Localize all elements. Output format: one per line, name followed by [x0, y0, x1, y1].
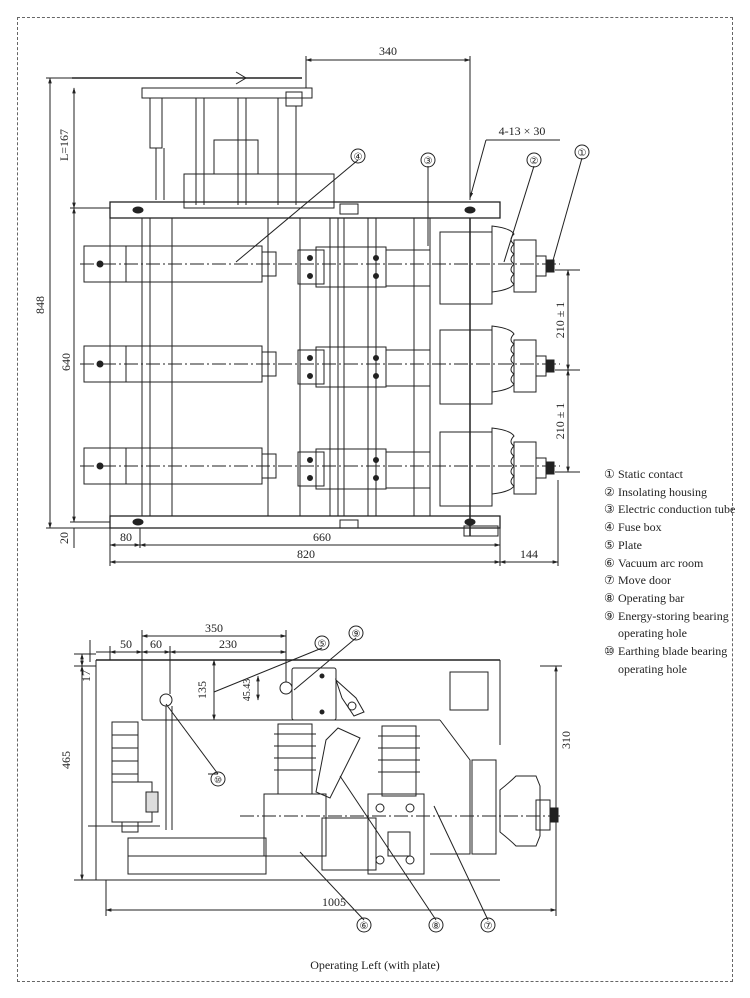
callout-6: ⑥ — [360, 921, 369, 932]
side-view — [74, 625, 562, 933]
dim-20: 20 — [57, 532, 71, 544]
callout-9: ⑨ — [352, 629, 361, 640]
callout-7: ⑦ — [484, 921, 493, 932]
callout-8: ⑧ — [432, 921, 441, 932]
dim-holes: 4-13 × 30 — [499, 124, 546, 138]
callout-10: ⑩ — [214, 775, 222, 785]
dim-17: 17 — [79, 670, 93, 682]
dim-340: 340 — [379, 44, 397, 58]
dim-465: 465 — [59, 751, 73, 769]
side-view-labels: 350 50 60 230 17 135 45.43 465 310 1005 … — [59, 621, 573, 932]
dim-310: 310 — [559, 731, 573, 749]
dim-144: 144 — [520, 547, 538, 561]
callout-1: ① — [578, 148, 587, 159]
phase-row-1 — [80, 225, 560, 305]
dim-660: 660 — [313, 530, 331, 544]
dim-640: 640 — [59, 353, 73, 371]
dim-50: 50 — [120, 637, 132, 651]
dim-210a: 210 ± 1 — [553, 302, 567, 339]
drawing-caption: Operating Left (with plate) — [310, 958, 440, 972]
phase-row-3 — [80, 427, 560, 507]
dim-210b: 210 ± 1 — [553, 403, 567, 440]
top-view-labels: 340 4-13 × 30 L=167 848 640 20 80 660 82… — [33, 44, 587, 561]
callout-4: ④ — [354, 152, 363, 163]
dim-4543: 45.43 — [242, 679, 253, 702]
callout-3: ③ — [424, 156, 433, 167]
dim-230: 230 — [219, 637, 237, 651]
dim-350: 350 — [205, 621, 223, 635]
callout-2: ② — [530, 156, 539, 167]
dim-80: 80 — [120, 530, 132, 544]
dim-L: L=167 — [57, 129, 71, 161]
dim-135: 135 — [195, 681, 209, 699]
callout-5: ⑤ — [318, 639, 327, 650]
dim-1005: 1005 — [322, 895, 346, 909]
dim-60: 60 — [150, 637, 162, 651]
top-view — [46, 56, 590, 566]
dim-848: 848 — [33, 296, 47, 314]
phase-row-2 — [80, 325, 560, 405]
dim-820: 820 — [297, 547, 315, 561]
drawing-frame — [17, 17, 733, 982]
